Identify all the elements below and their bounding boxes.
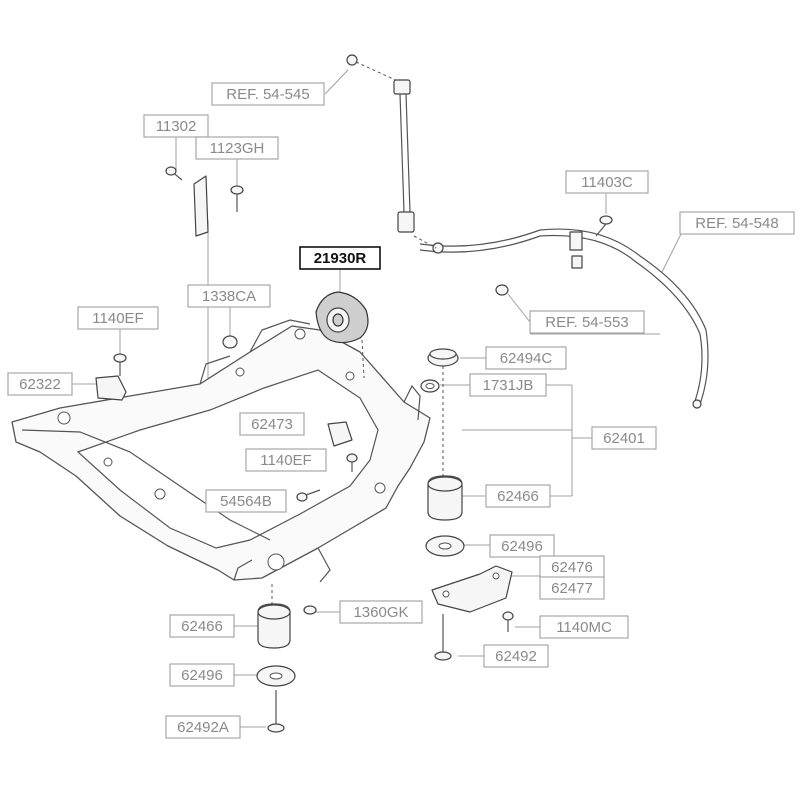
nut-ref-54-553 bbox=[495, 284, 509, 296]
bolt-1140mc bbox=[502, 611, 514, 632]
washer-62496-right bbox=[425, 535, 465, 557]
nut-1338ca bbox=[222, 335, 238, 349]
label-62401[interactable]: 62401 bbox=[591, 426, 657, 450]
nut-1360gk bbox=[303, 605, 317, 615]
label-54564b[interactable]: 54564B bbox=[205, 489, 287, 513]
svg-text:1140EF: 1140EF bbox=[260, 452, 311, 469]
label-62477[interactable]: 62477 bbox=[539, 576, 605, 600]
svg-text:21930R: 21930R bbox=[314, 250, 367, 267]
bolt-62492 bbox=[434, 614, 452, 661]
leader-lines bbox=[72, 69, 683, 728]
label-62466-right[interactable]: 62466 bbox=[485, 484, 551, 508]
svg-text:1338CA: 1338CA bbox=[202, 288, 256, 305]
washer-1731jb bbox=[420, 379, 440, 393]
svg-text:62492A: 62492A bbox=[177, 719, 229, 736]
bolt-1140ef-left bbox=[113, 353, 127, 376]
label-62466-left[interactable]: 62466 bbox=[169, 614, 235, 638]
svg-text:11302: 11302 bbox=[156, 118, 197, 135]
label-1123gh[interactable]: 1123GH bbox=[195, 136, 279, 160]
label-1338ca[interactable]: 1338CA bbox=[187, 284, 271, 308]
bracket-62473 bbox=[327, 421, 353, 447]
label-62496-left[interactable]: 62496 bbox=[169, 663, 235, 687]
label-ref-54-553[interactable]: REF. 54-553 bbox=[529, 310, 645, 334]
label-11302[interactable]: 11302 bbox=[143, 114, 209, 138]
svg-text:62477: 62477 bbox=[551, 580, 593, 597]
svg-text:1731JB: 1731JB bbox=[483, 377, 534, 394]
label-1360gk[interactable]: 1360GK bbox=[339, 600, 423, 624]
label-62492[interactable]: 62492 bbox=[483, 644, 549, 668]
label-1140ef-mid[interactable]: 1140EF bbox=[245, 448, 327, 472]
svg-text:11403C: 11403C bbox=[581, 174, 633, 191]
svg-text:62322: 62322 bbox=[19, 376, 61, 393]
bushing-62466-right bbox=[427, 475, 463, 521]
svg-text:62473: 62473 bbox=[251, 416, 293, 433]
front-subframe bbox=[11, 319, 431, 583]
label-62496-right[interactable]: 62496 bbox=[489, 534, 555, 558]
svg-text:62401: 62401 bbox=[603, 430, 645, 447]
label-ref-54-545[interactable]: REF. 54-545 bbox=[211, 82, 325, 106]
bolt-62492a bbox=[267, 690, 285, 733]
label-62494c[interactable]: 62494C bbox=[485, 346, 567, 370]
bolt-1123gh bbox=[230, 185, 244, 212]
label-62492a[interactable]: 62492A bbox=[165, 715, 241, 739]
label-21930r[interactable]: 21930R bbox=[299, 246, 381, 270]
bracket-62476-62477 bbox=[431, 565, 513, 613]
svg-text:REF. 54-548: REF. 54-548 bbox=[695, 215, 778, 232]
svg-text:62492: 62492 bbox=[495, 648, 537, 665]
cap-62494c bbox=[427, 348, 459, 367]
stabilizer-bar bbox=[419, 228, 709, 409]
svg-text:62466: 62466 bbox=[181, 618, 223, 635]
bolt-11403c bbox=[595, 215, 613, 237]
label-62473[interactable]: 62473 bbox=[239, 412, 305, 436]
left-mount-stack bbox=[256, 584, 296, 733]
svg-text:62496: 62496 bbox=[501, 538, 543, 555]
svg-text:62466: 62466 bbox=[497, 488, 539, 505]
svg-text:54564B: 54564B bbox=[220, 493, 272, 510]
label-ref-54-548[interactable]: REF. 54-548 bbox=[679, 211, 795, 235]
part-labels: REF. 54-545 11302 1123GH 1338CA 1140EF 6… bbox=[7, 82, 795, 739]
svg-text:62476: 62476 bbox=[551, 559, 593, 576]
label-11403c[interactable]: 11403C bbox=[565, 170, 649, 194]
small-parts bbox=[95, 166, 613, 615]
washer-62496-left bbox=[256, 665, 296, 687]
right-mount-stack bbox=[420, 348, 514, 661]
label-62322[interactable]: 62322 bbox=[7, 372, 73, 396]
bracket-62322 bbox=[95, 375, 127, 401]
svg-text:1123GH: 1123GH bbox=[210, 140, 265, 157]
svg-text:REF. 54-545: REF. 54-545 bbox=[226, 86, 309, 103]
label-1731jb[interactable]: 1731JB bbox=[469, 373, 547, 397]
svg-text:62496: 62496 bbox=[181, 667, 223, 684]
bushing-62466-left bbox=[257, 603, 291, 649]
svg-text:1140EF: 1140EF bbox=[92, 310, 143, 327]
svg-text:62494C: 62494C bbox=[500, 350, 553, 367]
label-62476[interactable]: 62476 bbox=[539, 555, 605, 579]
svg-text:1360GK: 1360GK bbox=[353, 604, 408, 621]
label-1140ef-left[interactable]: 1140EF bbox=[77, 306, 159, 330]
bolt-54564b bbox=[296, 489, 321, 502]
bolt-11302 bbox=[165, 166, 183, 181]
bolt-1140ef-mid bbox=[346, 453, 358, 472]
svg-text:1140MC: 1140MC bbox=[556, 619, 612, 636]
label-1140mc[interactable]: 1140MC bbox=[539, 615, 629, 639]
svg-text:REF. 54-553: REF. 54-553 bbox=[545, 314, 628, 331]
engine-mount-bracket-21930r bbox=[315, 291, 369, 379]
stabilizer-link bbox=[346, 54, 437, 249]
bracket-11302 bbox=[193, 175, 209, 237]
